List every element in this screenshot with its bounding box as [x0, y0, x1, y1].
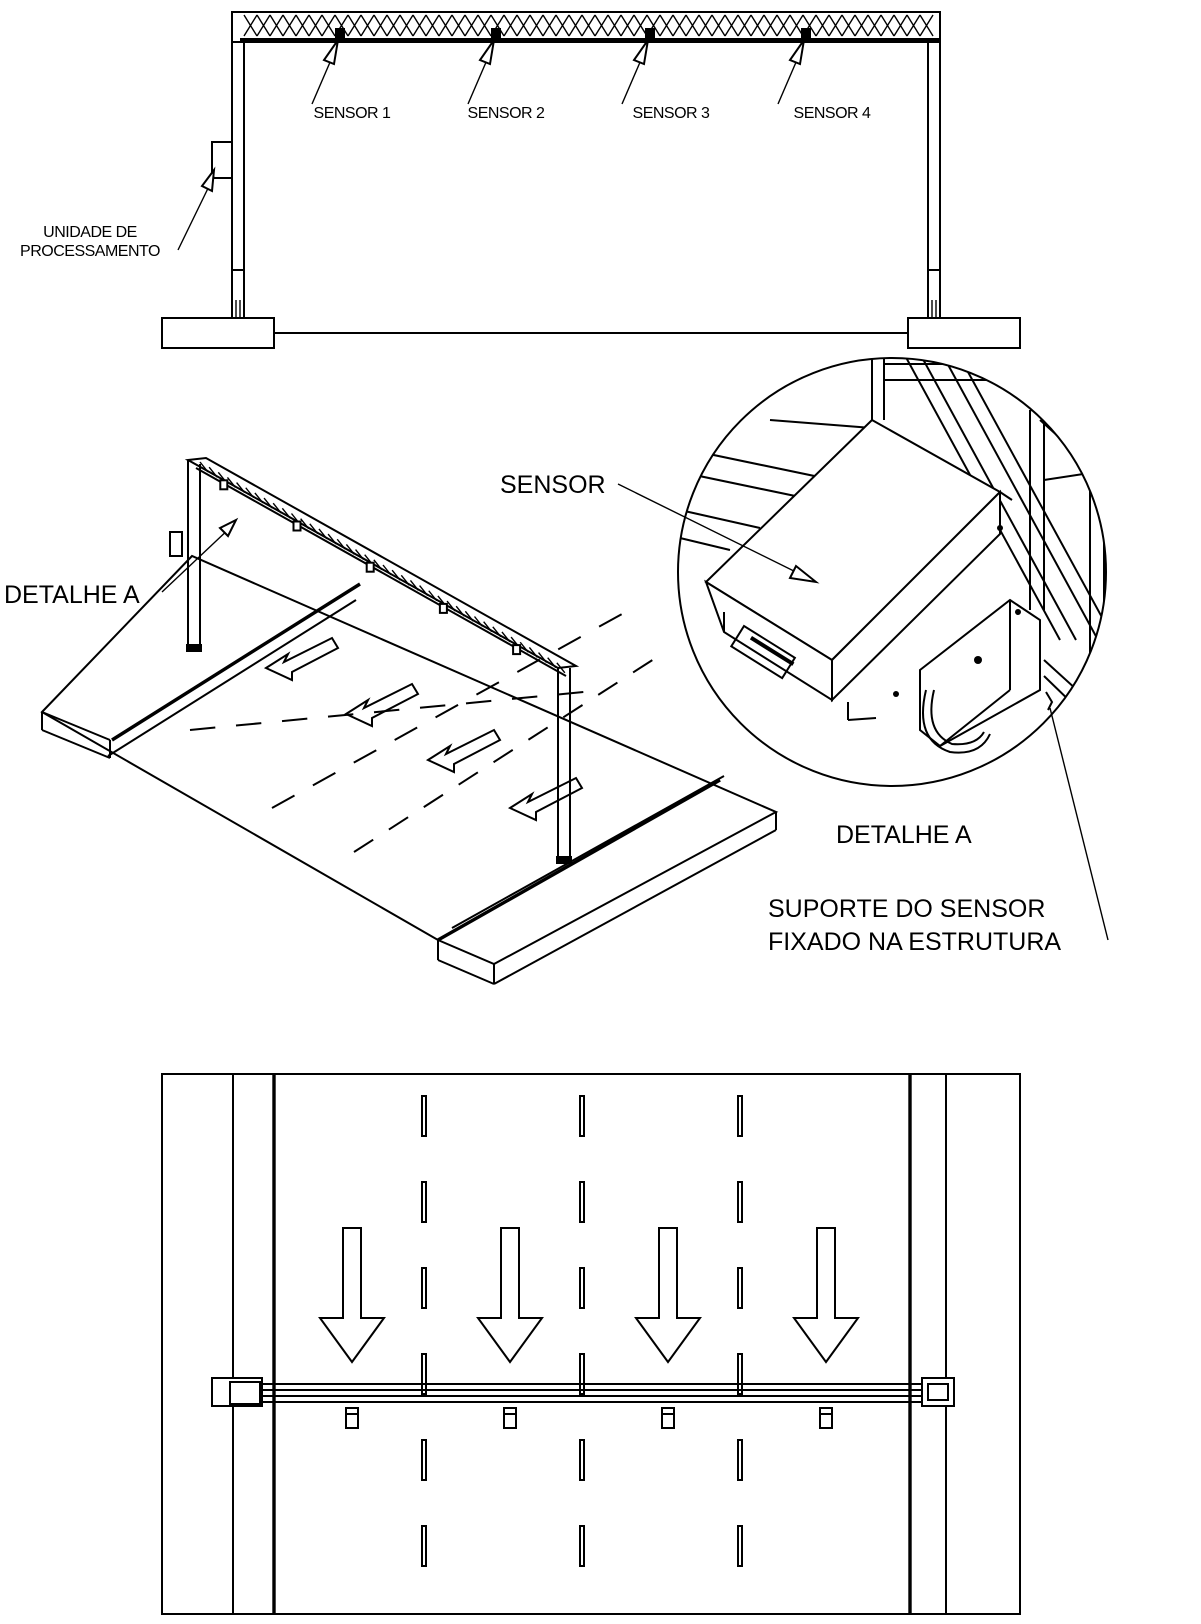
- detail-a-callout: DETALHE A: [4, 581, 140, 609]
- iso-gantry-beam: [184, 456, 580, 677]
- support-label-line1: SUPORTE DO SENSOR: [768, 895, 1045, 923]
- detail-a-view: SENSOR DETALHE A SUPORTE DO SENSOR FIXAD…: [500, 357, 1109, 956]
- plan-gantry-beam: [211, 1377, 955, 1407]
- plan-outline: [161, 1073, 1021, 1615]
- detail-structure: [679, 358, 1106, 760]
- right-base-block: [907, 317, 1021, 349]
- front-sensor-4: SENSOR 4: [777, 28, 872, 122]
- detail-a-title: DETALHE A: [836, 821, 972, 849]
- detail-circle: [677, 357, 1107, 787]
- front-elevation-view: SENSOR 1 SENSOR 2 SENSOR 3 SENSOR 4 UNIDADE…: [20, 11, 1021, 349]
- plan-sensor-2: [503, 1407, 517, 1429]
- processing-unit-box: [211, 141, 233, 179]
- sensor-bracket: [919, 598, 1041, 748]
- iso-right-column: [556, 668, 572, 864]
- front-sensor-3: SENSOR 3: [621, 28, 711, 122]
- processing-unit-label-line2: PROCESSAMENTO: [20, 243, 160, 260]
- gantry-truss-beam: [231, 11, 941, 43]
- support-leader: [1049, 707, 1109, 941]
- plan-view: [161, 1073, 1021, 1615]
- plan-sensor-3: [661, 1407, 675, 1429]
- detail-a-leader: [161, 517, 239, 593]
- sensor-4-label: SENSOR 4: [794, 105, 872, 122]
- iso-left-column: [186, 460, 202, 652]
- processing-unit-leader: [177, 166, 216, 251]
- front-sensors: SENSOR 1 SENSOR 2 SENSOR 3 SENSOR 4: [311, 28, 872, 122]
- plan-sensor-1: [345, 1407, 359, 1429]
- right-curb: [437, 775, 725, 942]
- plan-sensor-4: [819, 1407, 833, 1429]
- sensor-1-label: SENSOR 1: [314, 105, 392, 122]
- sensor-leader: [617, 483, 820, 584]
- left-column: [231, 12, 245, 318]
- plan-lane-dashes: [421, 1095, 743, 1567]
- processing-unit-label-line1: UNIDADE DE: [43, 224, 137, 241]
- right-column: [927, 12, 941, 318]
- plan-sensors: [345, 1407, 833, 1429]
- sensor-label: SENSOR: [500, 471, 606, 499]
- iso-lane-arrows: [263, 636, 584, 822]
- left-base-block: [161, 317, 275, 349]
- front-sensor-1: SENSOR 1: [311, 28, 392, 122]
- front-sensor-2: SENSOR 2: [467, 28, 546, 122]
- isometric-view: DETALHE A: [4, 456, 779, 985]
- plan-lane-arrows: [318, 1227, 860, 1364]
- iso-lane-dashes: [189, 613, 653, 853]
- sensor-2-label: SENSOR 2: [468, 105, 546, 122]
- support-label-line2: FIXADO NA ESTRUTURA: [768, 928, 1061, 956]
- sensor-3-label: SENSOR 3: [633, 105, 711, 122]
- left-curb: [41, 582, 361, 758]
- road-slab: [40, 554, 779, 985]
- iso-processing-unit: [169, 531, 183, 557]
